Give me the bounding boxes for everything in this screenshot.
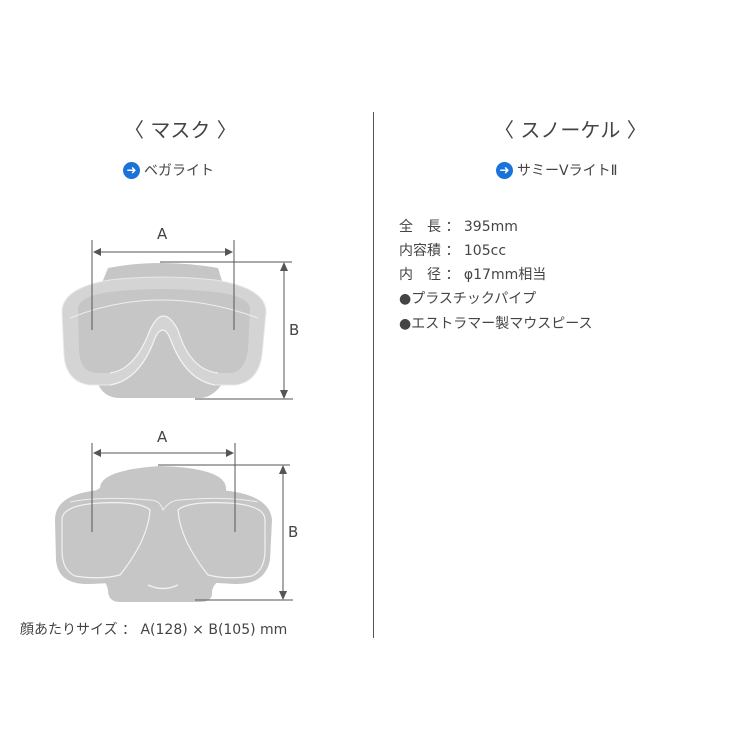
face-size-caption: 顔あたりサイズ ： A(128) × B(105) mm	[20, 622, 288, 638]
mask-diagram-2	[55, 443, 293, 602]
arrow-right-icon: ➜	[123, 161, 140, 179]
column-divider	[373, 112, 374, 638]
spec-volume: 内容積 ： 105cc	[399, 243, 507, 259]
mask-product-link-label: ベガライト	[144, 163, 214, 179]
spec-diameter: 内 径 ： φ17mm相当	[399, 267, 547, 283]
dimension-b-label: B	[289, 321, 300, 339]
arrow-right-icon: ➜	[496, 161, 513, 179]
dimension-b-label: B	[288, 523, 299, 541]
dimension-a-label: A	[157, 225, 168, 243]
snorkel-product-link[interactable]: ➜ サミーVライトⅡ	[496, 160, 617, 180]
mask-heading: 〈 マスク 〉	[124, 118, 237, 142]
dimension-a-label: A	[157, 428, 168, 446]
mask-product-link[interactable]: ➜ ベガライト	[123, 160, 214, 180]
spec-material-pipe: ●プラスチックパイプ	[399, 291, 537, 307]
snorkel-product-link-label: サミーVライトⅡ	[517, 163, 618, 179]
spec-material-mouthpiece: ●エストラマー製マウスピース	[399, 316, 593, 332]
snorkel-heading: 〈 スノーケル 〉	[494, 118, 647, 142]
spec-length: 全 長 ： 395mm	[399, 219, 518, 235]
mask-diagram-1	[61, 240, 293, 400]
